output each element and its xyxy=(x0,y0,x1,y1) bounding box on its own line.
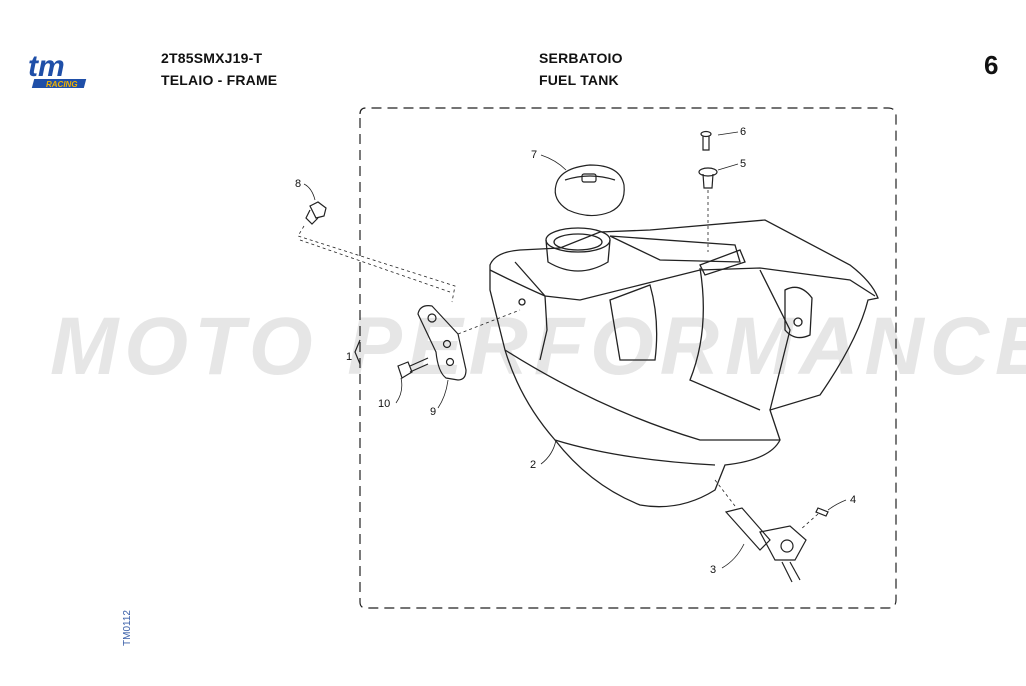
washer-5 xyxy=(698,167,718,189)
assembly-frame xyxy=(359,107,897,609)
bolt-10 xyxy=(397,357,429,379)
fuel-tap xyxy=(724,507,807,583)
callout-6: 6 xyxy=(740,126,746,138)
callout-3: 3 xyxy=(710,564,716,576)
callout-10: 10 xyxy=(378,398,390,410)
leader-lines xyxy=(303,131,847,569)
callout-9: 9 xyxy=(430,406,436,418)
section-title-it: SERBATOIO xyxy=(539,50,623,66)
bracket-9 xyxy=(417,305,467,381)
tm-racing-logo: tm RACING xyxy=(28,50,87,89)
fuel-cap xyxy=(554,164,625,217)
screw-4 xyxy=(815,507,829,517)
screw-6 xyxy=(700,130,712,151)
assembly-brace xyxy=(354,339,361,365)
callout-1: 1 xyxy=(346,351,352,363)
callout-8: 8 xyxy=(295,178,301,190)
model-code: 2T85SMXJ19-T xyxy=(161,50,263,66)
group-title: TELAIO - FRAME xyxy=(161,72,278,88)
callout-5: 5 xyxy=(740,158,746,170)
fuel-tank xyxy=(489,219,879,508)
callout-4: 4 xyxy=(850,494,856,506)
logo-brand: tm xyxy=(28,50,65,83)
callout-2: 2 xyxy=(530,459,536,471)
bolt-8 xyxy=(305,201,327,225)
page-number: 6 xyxy=(984,50,999,80)
section-title-en: FUEL TANK xyxy=(539,72,619,88)
logo-sub: RACING xyxy=(46,80,78,89)
callout-7: 7 xyxy=(531,149,537,161)
